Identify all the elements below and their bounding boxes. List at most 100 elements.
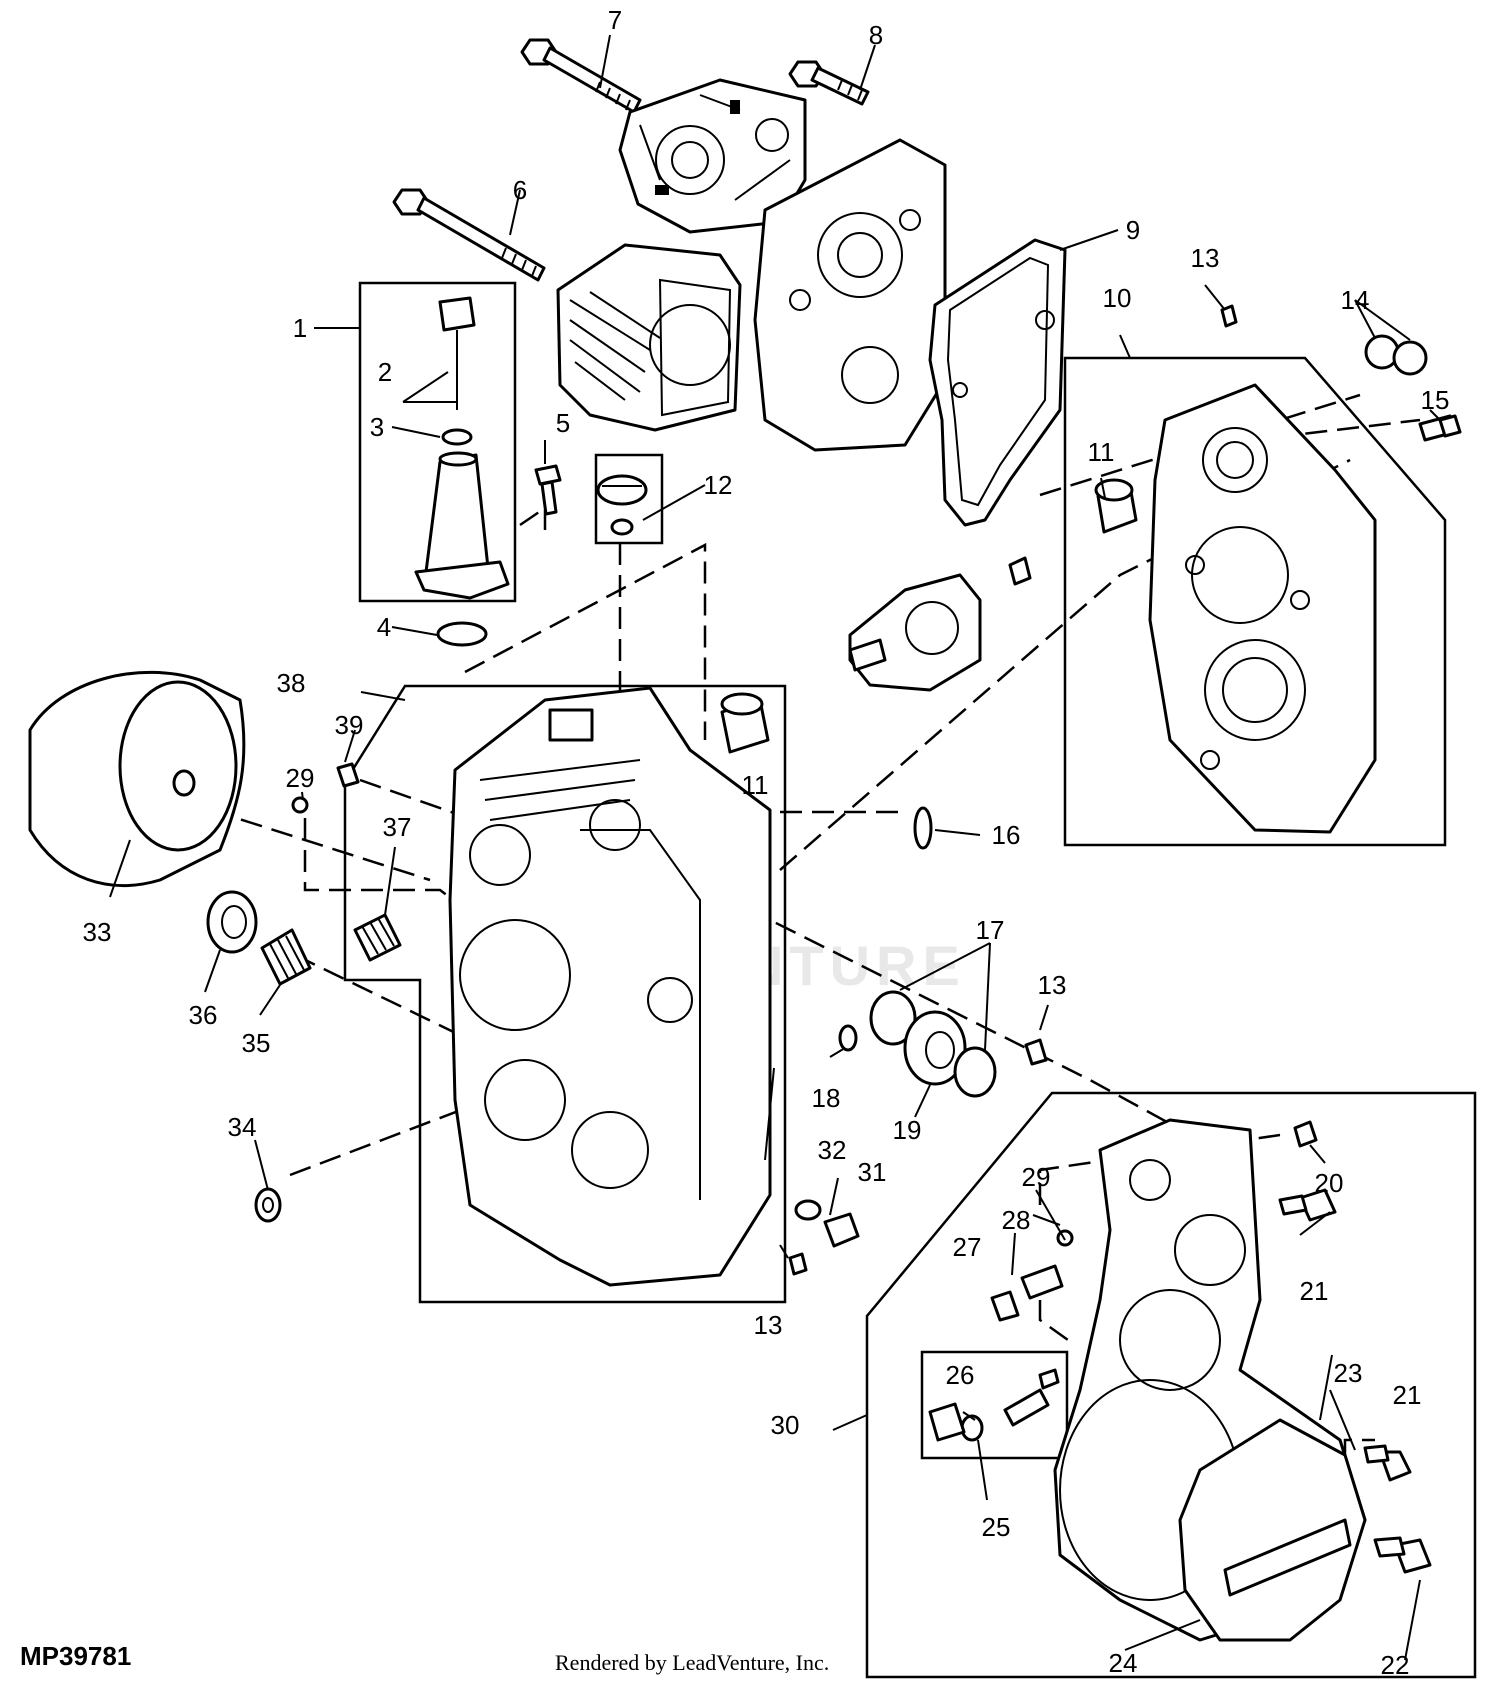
front-cover-group-box <box>865 1091 1477 1679</box>
seal-16 <box>913 806 933 850</box>
centerline-29 <box>303 818 461 906</box>
centerline-bolt-5 <box>519 505 547 530</box>
pin-39 <box>336 762 360 788</box>
callout-29-right: 29 <box>1022 1162 1051 1192</box>
centerline-bearing-19 <box>689 878 1201 1142</box>
bolt-22 <box>1373 1536 1432 1574</box>
callout-10: 10 <box>1103 283 1132 313</box>
valve-block <box>618 78 807 234</box>
callout-1: 1 <box>293 313 307 343</box>
bolt-15 <box>1418 414 1462 442</box>
bolt-7 <box>520 38 642 114</box>
spring-37 <box>353 913 402 962</box>
bolt-20 <box>1293 1120 1318 1148</box>
fill-tube <box>414 451 510 600</box>
bearing-19 <box>903 1010 967 1086</box>
callout-23: 23 <box>1334 1358 1363 1388</box>
callout-37: 37 <box>383 812 412 842</box>
plug-31 <box>823 1212 860 1248</box>
callout-5: 5 <box>556 408 570 438</box>
callout-18: 18 <box>812 1083 841 1113</box>
callout-7: 7 <box>608 5 622 35</box>
gear-shaft-assembly <box>848 556 1032 692</box>
callout-28: 28 <box>1002 1205 1031 1235</box>
callout-25: 25 <box>982 1512 1011 1542</box>
dipstick-group-box <box>358 281 517 603</box>
washer-32 <box>794 1199 822 1221</box>
callout-16: 16 <box>992 820 1021 850</box>
callout-31: 31 <box>858 1157 887 1187</box>
o-ring-4 <box>436 621 488 647</box>
callout-38: 38 <box>277 668 306 698</box>
bolt-5 <box>534 464 562 516</box>
callout-13-mid: 13 <box>1038 970 1067 1000</box>
bolt-6 <box>392 188 546 282</box>
rear-cover-group-box <box>1063 356 1447 847</box>
callout-9: 9 <box>1126 215 1140 245</box>
render-credit: Rendered by LeadVenture, Inc. <box>555 1650 829 1675</box>
callout-39: 39 <box>335 710 364 740</box>
centerline-relief <box>1038 1300 1076 1347</box>
callout-labels: 1 2 3 4 5 6 7 8 9 10 11 11 12 13 13 13 1… <box>83 5 1450 1680</box>
breather-12 <box>596 474 648 536</box>
callout-8: 8 <box>869 20 883 50</box>
bolt-21-lower <box>1363 1444 1412 1482</box>
callout-21-lower: 21 <box>1393 1380 1422 1410</box>
pump-housing <box>556 243 742 432</box>
cover-24 <box>1178 1418 1367 1642</box>
callout-29-left: 29 <box>286 763 315 793</box>
snap-ring-17a <box>869 990 917 1046</box>
callout-34: 34 <box>228 1112 257 1142</box>
case-group-box <box>343 684 787 1304</box>
callout-24: 24 <box>1109 1648 1138 1678</box>
callout-6: 6 <box>513 175 527 205</box>
callout-12: 12 <box>704 470 733 500</box>
center-plate <box>753 138 947 452</box>
pin-13-lower <box>788 1252 808 1276</box>
pin-13-mid <box>1024 1038 1048 1066</box>
callout-20: 20 <box>1315 1168 1344 1198</box>
bolt-8 <box>788 60 870 106</box>
callout-33: 33 <box>83 917 112 947</box>
callout-19: 19 <box>893 1115 922 1145</box>
ring-18 <box>838 1024 858 1052</box>
transmission-case-38 <box>448 686 772 1287</box>
snap-ring-17b <box>953 1046 997 1098</box>
callout-21-upper: 21 <box>1300 1276 1329 1306</box>
oil-filter-33 <box>28 670 246 888</box>
gasket-9 <box>928 238 1067 527</box>
callout-4: 4 <box>377 612 391 642</box>
centerline-bearing-35 <box>294 953 471 1042</box>
leader-lines <box>109 34 1441 1661</box>
reference-code: MP39781 <box>20 1641 131 1671</box>
o-ring-3 <box>441 428 473 446</box>
seal-36 <box>206 890 258 954</box>
callout-27: 27 <box>953 1232 982 1262</box>
bushing-11-case <box>720 692 770 754</box>
centerline-bolt-21b <box>1343 1438 1375 1455</box>
callout-17: 17 <box>976 915 1005 945</box>
centerline-washer-34 <box>289 1078 541 1177</box>
callout-30: 30 <box>771 1410 800 1440</box>
bearing-35 <box>260 928 312 986</box>
callout-13-lower: 13 <box>754 1310 783 1340</box>
dipstick-2 <box>438 296 476 410</box>
callout-26: 26 <box>946 1360 975 1390</box>
callout-2: 2 <box>378 357 392 387</box>
centerline-oring-4 <box>464 542 707 740</box>
callout-15: 15 <box>1421 385 1450 415</box>
breather-group-box <box>594 453 664 545</box>
pin-13-upper <box>1220 304 1238 328</box>
plug-29-left <box>291 796 309 814</box>
callout-22: 22 <box>1381 1650 1410 1680</box>
washer-34 <box>254 1187 282 1223</box>
bolt-21-upper <box>1278 1188 1337 1222</box>
relief-valve-parts <box>928 1229 1074 1442</box>
rear-cover-10 <box>1148 383 1377 834</box>
callout-11-upper: 11 <box>1088 437 1115 467</box>
callout-35: 35 <box>242 1028 271 1058</box>
plugs-14 <box>1364 334 1428 376</box>
callout-3: 3 <box>370 412 384 442</box>
callout-32: 32 <box>818 1135 847 1165</box>
